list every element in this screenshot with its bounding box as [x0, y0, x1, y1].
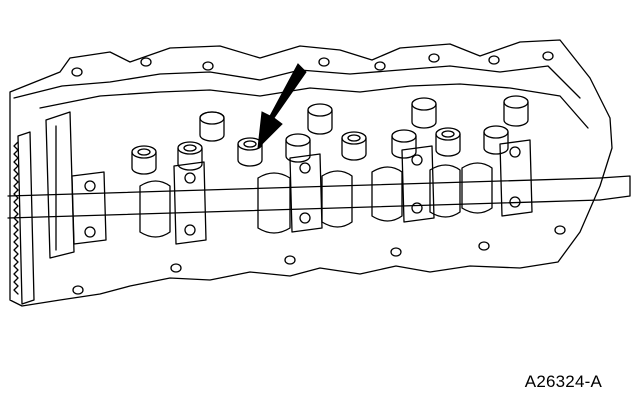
- indicated-stud-bolt: [237, 143, 263, 167]
- valve-stud-bolts: [131, 125, 509, 175]
- lower-bolt-holes: [72, 225, 566, 295]
- figure-reference-code: A26324-A: [524, 372, 602, 391]
- camshaft-sprocket: [13, 131, 35, 305]
- casting-rim-inner: [39, 83, 589, 129]
- callout-arrow: [257, 63, 307, 150]
- cylinder-head-casting: [9, 39, 613, 307]
- front-bracket: [45, 111, 75, 259]
- top-bolt-bosses: [71, 51, 554, 77]
- camshaft: [7, 162, 631, 238]
- valve-posts-rear: [199, 95, 529, 142]
